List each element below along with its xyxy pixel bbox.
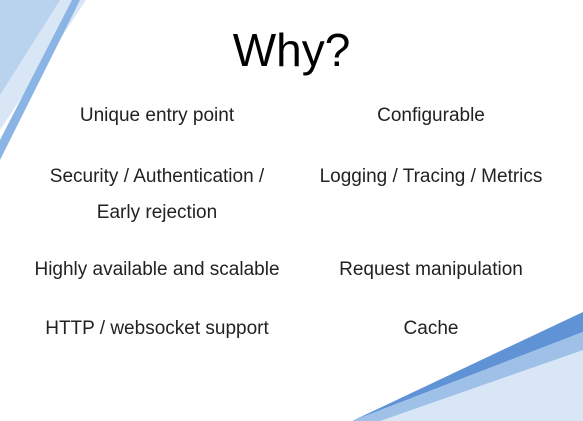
- item-highly-available: Highly available and scalable: [34, 259, 280, 280]
- item-early-rejection: Early rejection: [96, 202, 218, 223]
- item-configurable: Configurable: [377, 105, 485, 126]
- top-left-mid-wedge: [0, 0, 60, 95]
- bottom-right-mid-wedge: [352, 332, 583, 421]
- item-logging-tracing-metrics: Logging / Tracing / Metrics: [319, 166, 543, 187]
- item-cache: Cache: [403, 318, 459, 339]
- slide-title: Why?: [232, 24, 351, 76]
- bottom-right-dark-wedge: [352, 312, 583, 421]
- item-security-authentication: Security / Authentication /: [49, 166, 265, 187]
- item-http-websocket: HTTP / websocket support: [45, 318, 269, 339]
- top-left-dark-stripe: [0, 0, 80, 160]
- item-unique-entry-point: Unique entry point: [79, 105, 235, 126]
- item-request-manipulation: Request manipulation: [339, 259, 523, 280]
